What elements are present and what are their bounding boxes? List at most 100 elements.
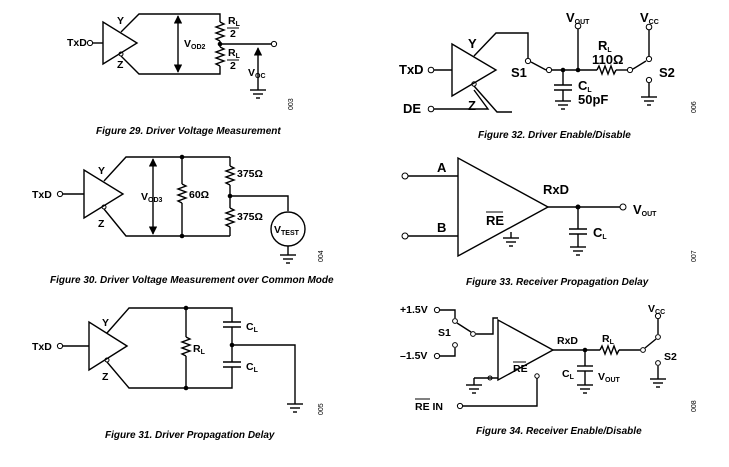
figure-33-receiver-propagation-delay: A B RE RxD VOUT CL 007 Figure 33. Receiv… bbox=[401, 156, 698, 288]
fig31-rl-label: RL bbox=[193, 343, 206, 356]
fig31-txd-label: TxD bbox=[32, 341, 52, 353]
fig32-s1-switch bbox=[530, 61, 547, 71]
fig30-r375-bot-label: 375Ω bbox=[237, 211, 263, 223]
fig29-driver-buffer bbox=[102, 20, 139, 66]
fig29-txd-label: TxD bbox=[67, 37, 87, 49]
fig33-b-terminal bbox=[401, 232, 409, 240]
fig30-y-label: Y bbox=[98, 165, 105, 177]
fig32-caption: Figure 32. Driver Enable/Disable bbox=[478, 130, 631, 141]
fig34-caption: Figure 34. Receiver Enable/Disable bbox=[476, 426, 642, 437]
fig29-rl-top-divisor: 2 bbox=[230, 28, 236, 40]
fig31-y-label: Y bbox=[102, 317, 109, 329]
fig33-cl-label: CL bbox=[593, 225, 607, 241]
fig34-re-label: RE bbox=[513, 363, 528, 375]
fig32-s2-contact-top bbox=[645, 55, 653, 63]
fig31-cl-bot-label: CL bbox=[246, 361, 259, 374]
fig32-vcc-terminal bbox=[645, 23, 653, 31]
fig29-rl-bot-label: RL bbox=[228, 47, 241, 60]
fig33-b-label: B bbox=[437, 220, 446, 235]
fig30-r375-top-resistor bbox=[224, 165, 236, 186]
fig33-re-label: RE bbox=[486, 213, 504, 228]
fig29-rl-top-resistor bbox=[214, 21, 226, 42]
fig32-cl-value: 50pF bbox=[578, 92, 608, 107]
fig34-neg-terminal bbox=[433, 352, 441, 360]
fig29-y-label: Y bbox=[117, 15, 124, 27]
fig32-vcc-label: VCC bbox=[640, 10, 659, 26]
fig29-rl-bot-resistor bbox=[214, 46, 226, 67]
fig34-s1-switch bbox=[456, 322, 472, 333]
fig34-s1-label: S1 bbox=[438, 327, 451, 339]
fig30-vtest-label: VTEST bbox=[274, 224, 300, 237]
fig34-neg-label: –1.5V bbox=[400, 350, 427, 362]
fig33-a-terminal bbox=[401, 172, 409, 180]
fig30-driver-buffer bbox=[83, 168, 125, 220]
fig33-vout-terminal bbox=[619, 203, 627, 211]
fig34-pos-label: +1.5V bbox=[400, 304, 428, 316]
fig33-code: 007 bbox=[691, 250, 698, 262]
figure-30-driver-voltage-common-mode: TxD Y Z VOD3 60Ω 375Ω 375Ω VTEST 004 Fig… bbox=[32, 154, 334, 286]
fig34-rl-label: RL bbox=[602, 333, 615, 346]
fig34-code: 008 bbox=[691, 400, 698, 412]
fig34-rxd-label: RxD bbox=[557, 335, 578, 347]
figure-32-driver-enable-disable: TxD Y Z DE S1 VOUT CL 50pF RL 110Ω bbox=[399, 10, 698, 141]
fig29-output-terminal bbox=[270, 40, 278, 48]
fig34-re-in-terminal bbox=[456, 402, 464, 410]
fig34-s2-switch bbox=[644, 338, 657, 349]
fig32-vout-terminal bbox=[574, 22, 582, 30]
fig30-txd-label: TxD bbox=[32, 189, 52, 201]
fig30-r375-bot-resistor bbox=[224, 207, 236, 228]
fig29-txd-terminal bbox=[86, 39, 94, 47]
fig30-txd-terminal bbox=[56, 190, 64, 198]
fig34-vout-label: VOUT bbox=[598, 371, 621, 384]
fig32-rl-label: RL bbox=[598, 38, 612, 54]
fig33-receiver-buffer bbox=[457, 156, 550, 258]
fig34-vcc-terminal bbox=[654, 312, 662, 320]
fig29-z-label: Z bbox=[117, 59, 124, 71]
fig30-r60-label: 60Ω bbox=[189, 189, 209, 201]
figure-31-driver-propagation-delay: TxD Y Z RL CL CL 005 Figure 31. Driver P… bbox=[32, 305, 325, 441]
fig32-de-label: DE bbox=[403, 101, 421, 116]
fig32-s2-switch bbox=[632, 60, 647, 70]
fig31-cl-top-label: CL bbox=[246, 321, 259, 334]
fig33-vout-label: VOUT bbox=[633, 202, 657, 218]
fig34-pos-terminal bbox=[433, 306, 441, 314]
fig32-code: 006 bbox=[691, 101, 698, 113]
fig32-cl-label: CL bbox=[578, 78, 592, 94]
fig32-s2-contact-bot bbox=[645, 76, 653, 84]
fig31-code: 005 bbox=[318, 403, 325, 415]
fig29-voc-label: VOC bbox=[248, 67, 266, 80]
fig32-vout-label: VOUT bbox=[566, 10, 590, 26]
fig34-s2-label: S2 bbox=[664, 351, 677, 363]
fig34-s2-contact-bot bbox=[655, 360, 661, 366]
figure-29-driver-voltage-measurement: TxD Y Z VOD2 RL 2 RL 2 VOC 003 Figure 29… bbox=[67, 13, 295, 137]
fig32-s1-label: S1 bbox=[511, 65, 527, 80]
fig30-r60-resistor bbox=[176, 183, 188, 204]
fig32-txd-label: TxD bbox=[399, 62, 424, 77]
fig34-re-in-label: RE IN bbox=[415, 401, 443, 413]
fig32-s2-label: S2 bbox=[659, 65, 675, 80]
fig32-s1-contact-top bbox=[524, 57, 532, 65]
fig29-rl-bot-divisor: 2 bbox=[230, 60, 236, 72]
fig30-r375-top-label: 375Ω bbox=[237, 168, 263, 180]
figure-34-receiver-enable-disable: +1.5V –1.5V S1 RE RE IN RxD bbox=[400, 303, 698, 437]
fig33-rxd-label: RxD bbox=[543, 182, 569, 197]
fig34-receiver-buffer bbox=[497, 318, 555, 382]
fig31-rl-resistor bbox=[180, 336, 192, 357]
fig34-rl-resistor bbox=[599, 344, 620, 356]
fig32-z-label: Z bbox=[468, 98, 476, 113]
fig29-vod2-label: VOD2 bbox=[184, 38, 206, 51]
fig31-txd-terminal bbox=[56, 342, 64, 350]
fig30-code: 004 bbox=[318, 250, 325, 262]
fig32-driver-buffer bbox=[451, 42, 498, 98]
fig32-rl-value: 110Ω bbox=[592, 52, 623, 67]
fig32-y-label: Y bbox=[468, 36, 477, 51]
fig31-z-label: Z bbox=[102, 371, 109, 383]
fig29-caption: Figure 29. Driver Voltage Measurement bbox=[96, 126, 281, 137]
fig34-vcc-label: VCC bbox=[648, 303, 665, 316]
fig32-txd-terminal bbox=[427, 66, 435, 74]
fig30-z-label: Z bbox=[98, 218, 105, 230]
fig34-cl-label: CL bbox=[562, 368, 575, 381]
fig33-a-label: A bbox=[437, 160, 447, 175]
